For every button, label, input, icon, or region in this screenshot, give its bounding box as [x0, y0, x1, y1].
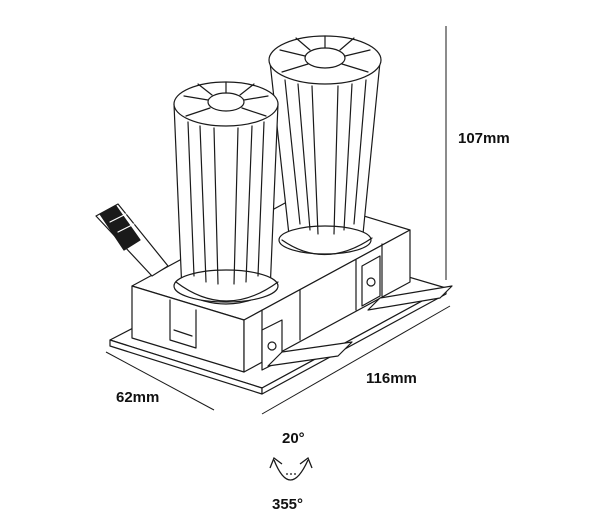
height-label: 107mm	[458, 130, 510, 147]
width-label: 62mm	[116, 389, 160, 406]
connector-strip	[96, 204, 168, 276]
width-dimension-line	[106, 352, 214, 410]
dimension-lines	[106, 26, 450, 414]
length-label: 116mm	[366, 370, 417, 387]
heatsink-front	[174, 82, 278, 304]
heatsink-rear	[269, 36, 381, 255]
rotation-angle-label: 355°	[272, 496, 304, 513]
length-dimension-line	[262, 306, 450, 414]
spring-clip-rear	[362, 256, 452, 310]
tilt-angle-label: 20°	[282, 430, 305, 447]
tilt-rotation-icon	[270, 458, 312, 480]
spring-clip-front	[262, 320, 352, 370]
